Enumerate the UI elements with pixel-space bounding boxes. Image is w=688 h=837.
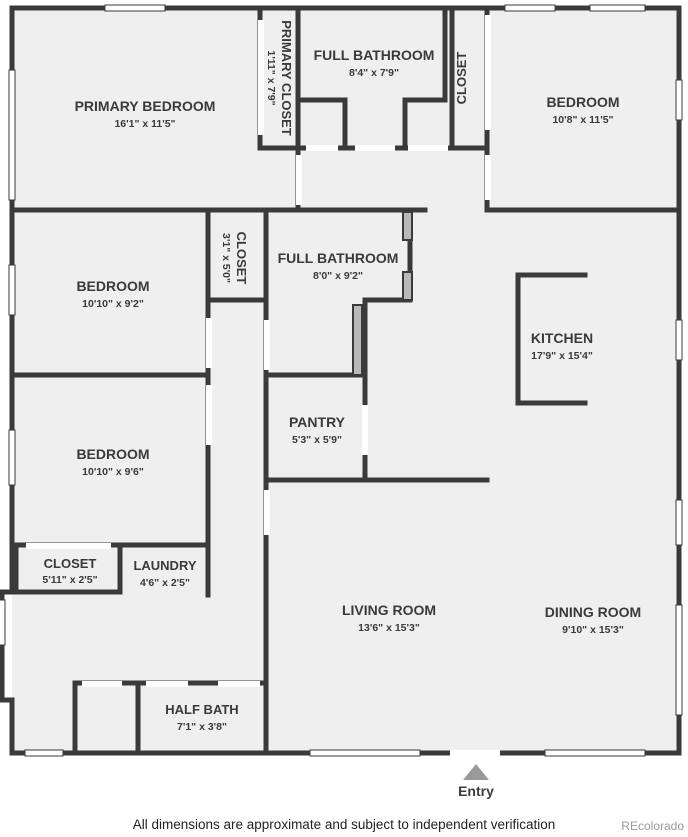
windows (0, 4, 683, 757)
dim-kitchen: 17'9" x 15'4" (531, 350, 593, 362)
label-primary-closet: PRIMARY CLOSET (279, 20, 294, 136)
dim-half-bath: 7'1" x 3'8" (177, 721, 227, 733)
dim-pantry: 5'3" x 5'9" (292, 434, 342, 446)
label-bedroom-top-right: BEDROOM (546, 94, 619, 110)
dim-primary-closet: 1'11" x 7'9" (265, 50, 277, 105)
label-pantry: PANTRY (289, 414, 346, 430)
label-full-bath-mid: FULL BATHROOM (278, 250, 399, 266)
dim-bedroom-low: 10'10" x 9'6" (82, 466, 144, 478)
label-living-room: LIVING ROOM (342, 602, 436, 618)
label-half-bath: HALF BATH (165, 702, 238, 717)
dim-living-room: 13'6" x 15'3" (358, 622, 420, 634)
label-kitchen: KITCHEN (531, 330, 593, 346)
dim-closet-small: 3'1" x 5'0" (220, 233, 232, 283)
footer-disclaimer: All dimensions are approximate and subje… (132, 817, 556, 832)
label-primary-bedroom: PRIMARY BEDROOM (75, 98, 216, 114)
dim-dining-room: 9'10" x 15'3" (562, 624, 624, 636)
dim-full-bath-top: 8'4" x 7'9" (349, 67, 399, 79)
dim-bedroom-mid: 10'10" x 9'2" (82, 298, 144, 310)
dim-full-bath-mid: 8'0" x 9'2" (313, 270, 363, 282)
watermark: REcolorado (621, 819, 684, 833)
label-closet-low: CLOSET (44, 556, 97, 571)
dim-primary-bedroom: 16'1" x 11'5" (114, 118, 175, 130)
hatched-walls (352, 211, 413, 376)
label-closet-top: CLOSET (454, 52, 469, 105)
entry-label: Entry (458, 783, 494, 799)
entry-arrow-icon (463, 764, 489, 780)
dim-closet-low: 5'11" x 2'5" (42, 574, 97, 586)
label-laundry: LAUNDRY (133, 558, 196, 573)
label-full-bath-top: FULL BATHROOM (314, 47, 435, 63)
label-closet-small: CLOSET (234, 232, 249, 285)
dim-bedroom-top-right: 10'8" x 11'5" (552, 114, 613, 126)
dim-laundry: 4'6" x 2'5" (140, 577, 190, 589)
label-bedroom-low: BEDROOM (76, 446, 149, 462)
label-dining-room: DINING ROOM (545, 604, 641, 620)
door-openings (26, 15, 500, 756)
label-bedroom-mid: BEDROOM (76, 278, 149, 294)
